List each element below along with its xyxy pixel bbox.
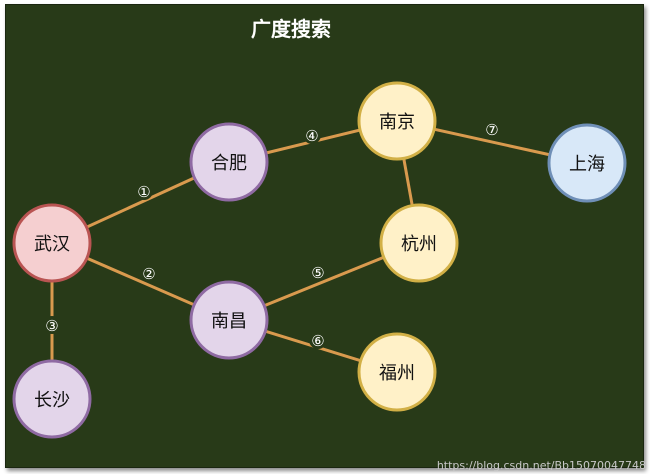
node-label: 上海	[569, 154, 605, 175]
edge-order-label: ①	[137, 183, 150, 201]
node-shanghai: 上海	[547, 123, 627, 203]
node-hefei: 合肥	[189, 122, 269, 202]
node-circle	[357, 332, 437, 412]
node-circle	[357, 81, 437, 161]
node-circle	[12, 359, 92, 439]
node-circle	[189, 122, 269, 202]
edge-order-label: ⑥	[311, 332, 324, 350]
node-label: 长沙	[34, 390, 70, 411]
edge-order-label: ⑤	[311, 264, 324, 282]
node-wuhan: 武汉	[12, 203, 92, 283]
node-label: 武汉	[34, 234, 70, 255]
edge-label-bg	[483, 120, 501, 138]
node-label: 合肥	[211, 153, 247, 174]
node-label: 杭州	[401, 234, 437, 255]
node-circle	[189, 280, 269, 360]
node-label: 福州	[379, 363, 415, 384]
node-circle	[379, 203, 459, 283]
edge-order-label: ③	[45, 317, 58, 335]
edges-layer: ① ② ③ ④ ⑤ ⑥ ⑦	[43, 119, 588, 399]
node-circle	[12, 203, 92, 283]
watermark: https://blog.csdn.net/Bb15070047748	[436, 459, 646, 472]
edge-label-bg	[309, 263, 327, 281]
edge-order-label: ④	[305, 127, 318, 145]
edge-label-bg	[140, 264, 158, 282]
diagram-canvas	[5, 4, 644, 468]
edge-order-label: ②	[142, 265, 155, 283]
node-circle	[547, 123, 627, 203]
edge-label-bg	[135, 182, 153, 200]
edge-label-bg	[43, 316, 61, 334]
edge-label-bg	[303, 126, 321, 144]
node-label: 南昌	[211, 311, 247, 332]
node-changsha: 长沙	[12, 359, 92, 439]
node-fuzhou: 福州	[357, 332, 437, 412]
diagram-title: 广度搜索	[251, 17, 331, 41]
node-hangzhou: 杭州	[379, 203, 459, 283]
edge-label-bg	[309, 331, 327, 349]
node-nanchang: 南昌	[189, 280, 269, 360]
node-label: 南京	[379, 112, 415, 133]
edge-order-label: ⑦	[485, 121, 498, 139]
node-nanjing: 南京	[357, 81, 437, 161]
